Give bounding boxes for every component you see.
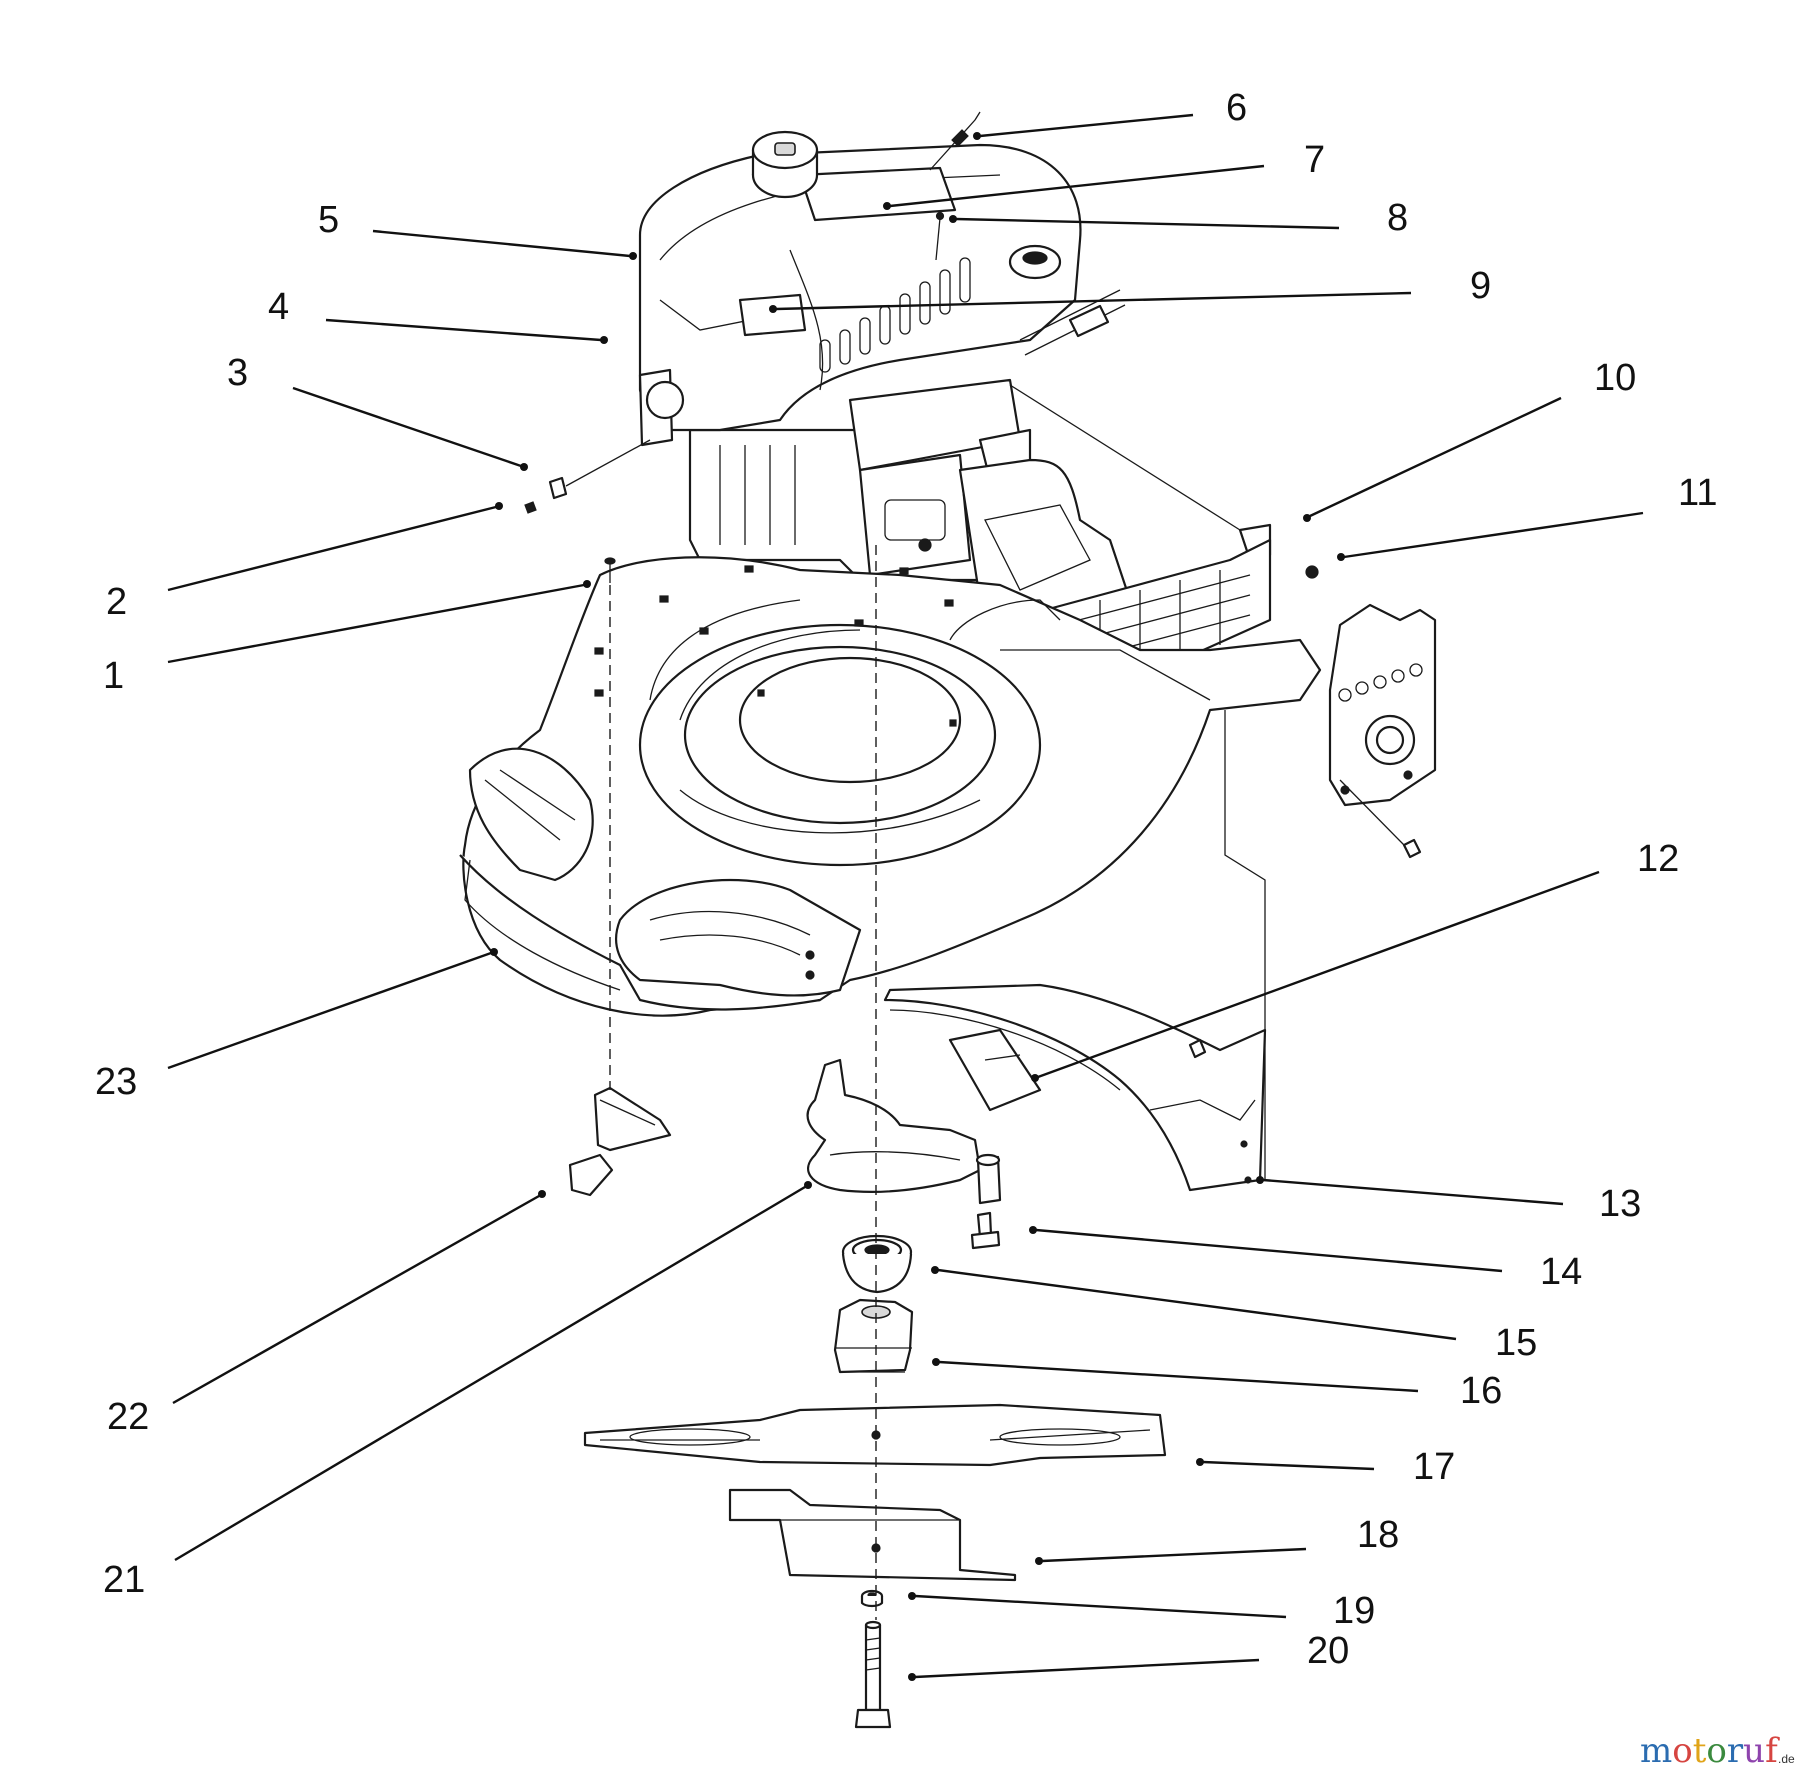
logo-letter-t: t [1693, 1731, 1707, 1771]
callout-13: 13 [1599, 1183, 1641, 1225]
callout-4: 4 [268, 286, 289, 328]
logo-letter-m: m [1640, 1731, 1672, 1771]
logo-letter-r: r [1727, 1731, 1744, 1771]
callout-labels: 1 2 3 4 5 6 7 8 9 10 11 12 13 14 15 16 1… [95, 87, 1717, 1672]
callout-2: 2 [106, 581, 127, 623]
callout-20: 20 [1307, 1630, 1349, 1672]
blade-drive-assembly [583, 1058, 1167, 1729]
callout-7: 7 [1304, 139, 1325, 181]
callout-3: 3 [227, 352, 248, 394]
logo-letter-f: f [1765, 1731, 1780, 1771]
leader-lines [167, 113, 1644, 1681]
callout-18: 18 [1357, 1514, 1399, 1556]
discharge-clip [568, 1086, 672, 1197]
engine-assembly [524, 111, 1126, 582]
callout-6: 6 [1226, 87, 1247, 129]
callout-8: 8 [1387, 197, 1408, 239]
motoruf-watermark: motoruf .de [1640, 1731, 1795, 1771]
svg-text:motoruf: motoruf [1640, 1731, 1780, 1771]
guide-line-10 [1009, 384, 1241, 531]
callout-12: 12 [1637, 838, 1679, 880]
plate-13-outline [1224, 710, 1266, 1180]
callout-1: 1 [103, 655, 124, 697]
callout-5: 5 [318, 199, 339, 241]
callout-10: 10 [1594, 357, 1636, 399]
logo-letter-o2: o [1706, 1731, 1726, 1771]
logo-suffix: .de [1778, 1752, 1795, 1766]
callout-14: 14 [1540, 1251, 1582, 1293]
logo-letter-u: u [1743, 1731, 1765, 1771]
rear-height-adjust-plate [1328, 603, 1437, 859]
callout-22: 22 [107, 1396, 149, 1438]
callout-16: 16 [1460, 1370, 1502, 1412]
deck-baffle [883, 983, 1267, 1192]
callout-9: 9 [1470, 265, 1491, 307]
logo-letter-o: o [1672, 1731, 1692, 1771]
callout-23: 23 [95, 1061, 137, 1103]
callout-11: 11 [1678, 472, 1717, 514]
mower-deck [459, 556, 1322, 1017]
callout-21: 21 [103, 1559, 145, 1601]
callout-17: 17 [1413, 1446, 1455, 1488]
callout-19: 19 [1333, 1590, 1375, 1632]
screw-1 [604, 557, 616, 583]
callout-15: 15 [1495, 1322, 1537, 1364]
